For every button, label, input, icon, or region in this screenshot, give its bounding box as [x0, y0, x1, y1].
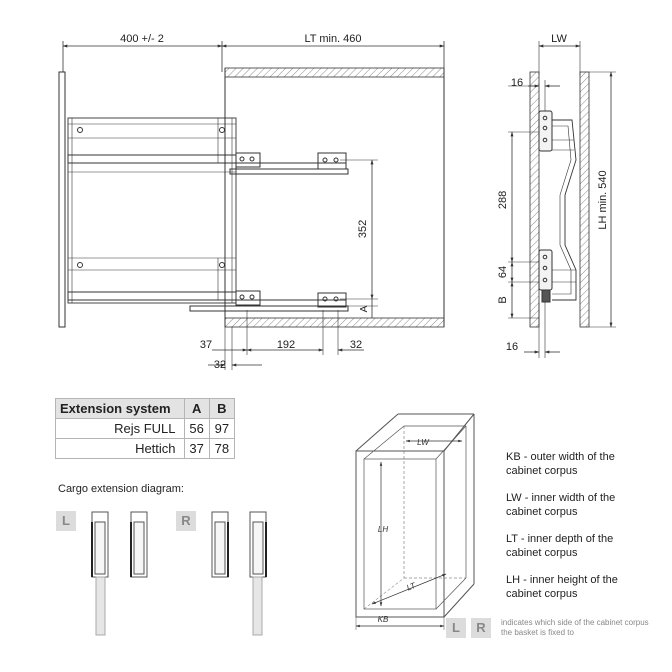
- table-cell-a: 37: [183, 438, 210, 459]
- dim-352: 352: [357, 220, 369, 238]
- extension-table: Extension system A B Rejs FULL 56 97 Het…: [55, 398, 236, 459]
- legend-kb-line2: cabinet corpus: [506, 465, 578, 477]
- table-row: Hettich 37 78: [55, 438, 236, 459]
- dim-37: 37: [200, 339, 212, 351]
- dim-b-label: B: [497, 296, 509, 303]
- dim-16-bottom: 16: [506, 341, 518, 353]
- note-badge-l: L: [446, 618, 466, 638]
- cargo-left-set: [91, 511, 148, 636]
- dim-32-left: 32: [214, 359, 226, 371]
- table-header-b: B: [208, 398, 236, 419]
- cargo-title: Cargo extension diagram:: [58, 483, 184, 495]
- note-text: indicates which side of the cabinet corp…: [501, 618, 669, 638]
- legend-lw-line2: cabinet corpus: [506, 506, 578, 518]
- dim-64: 64: [497, 266, 509, 278]
- table-cell-b: 78: [208, 438, 236, 459]
- dim-400: 400 +/- 2: [120, 33, 164, 45]
- dim-lt-min: LT min. 460: [304, 33, 361, 45]
- table-cell-a: 56: [183, 418, 210, 439]
- front-view: [508, 41, 616, 358]
- table-header-row: Extension system A B: [55, 398, 236, 419]
- cargo-left-badge: L: [56, 511, 76, 531]
- legend-lh-line2: cabinet corpus: [506, 588, 578, 600]
- note-badge-r: R: [471, 618, 491, 638]
- note-line1: indicates which side of the cabinet corp…: [501, 618, 649, 627]
- table-cell-system: Hettich: [55, 438, 185, 459]
- note-line2: the basket is fixed to: [501, 628, 574, 637]
- dim-192: 192: [277, 339, 295, 351]
- legend-kb-line1: KB - outer width of the: [506, 451, 615, 463]
- legend-item-lt: LT - inner depth of the cabinet corpus: [506, 532, 666, 560]
- legend-lw-line1: LW - inner width of the: [506, 492, 616, 504]
- table-header-a: A: [183, 398, 210, 419]
- legend-item-kb: KB - outer width of the cabinet corpus: [506, 450, 666, 478]
- table-cell-b: 97: [208, 418, 236, 439]
- side-view: [58, 41, 445, 370]
- table-cell-system: Rejs FULL: [55, 418, 185, 439]
- legend-lt-line2: cabinet corpus: [506, 547, 578, 559]
- box-kb-label: KB: [378, 615, 389, 624]
- dim-32-right: 32: [350, 339, 362, 351]
- dim-288: 288: [497, 191, 509, 209]
- dim-a-label: A: [359, 305, 370, 312]
- dim-lh-min: LH min. 540: [597, 170, 609, 229]
- box-lw-label: LW: [417, 438, 430, 447]
- legend-item-lh: LH - inner height of the cabinet corpus: [506, 573, 666, 601]
- legend: KB - outer width of the cabinet corpus L…: [506, 450, 666, 601]
- cabinet-3d-box: [355, 413, 475, 630]
- cargo-right-badge: R: [176, 511, 196, 531]
- legend-lh-line1: LH - inner height of the: [506, 574, 618, 586]
- legend-lt-line1: LT - inner depth of the: [506, 533, 614, 545]
- table-header-system: Extension system: [55, 398, 185, 419]
- legend-item-lw: LW - inner width of the cabinet corpus: [506, 491, 666, 519]
- dim-lw-top: LW: [551, 33, 567, 45]
- box-lh-label: LH: [378, 525, 388, 534]
- cargo-right-set: [211, 511, 267, 636]
- table-row: Rejs FULL 56 97: [55, 418, 236, 439]
- dim-16-top: 16: [511, 77, 523, 89]
